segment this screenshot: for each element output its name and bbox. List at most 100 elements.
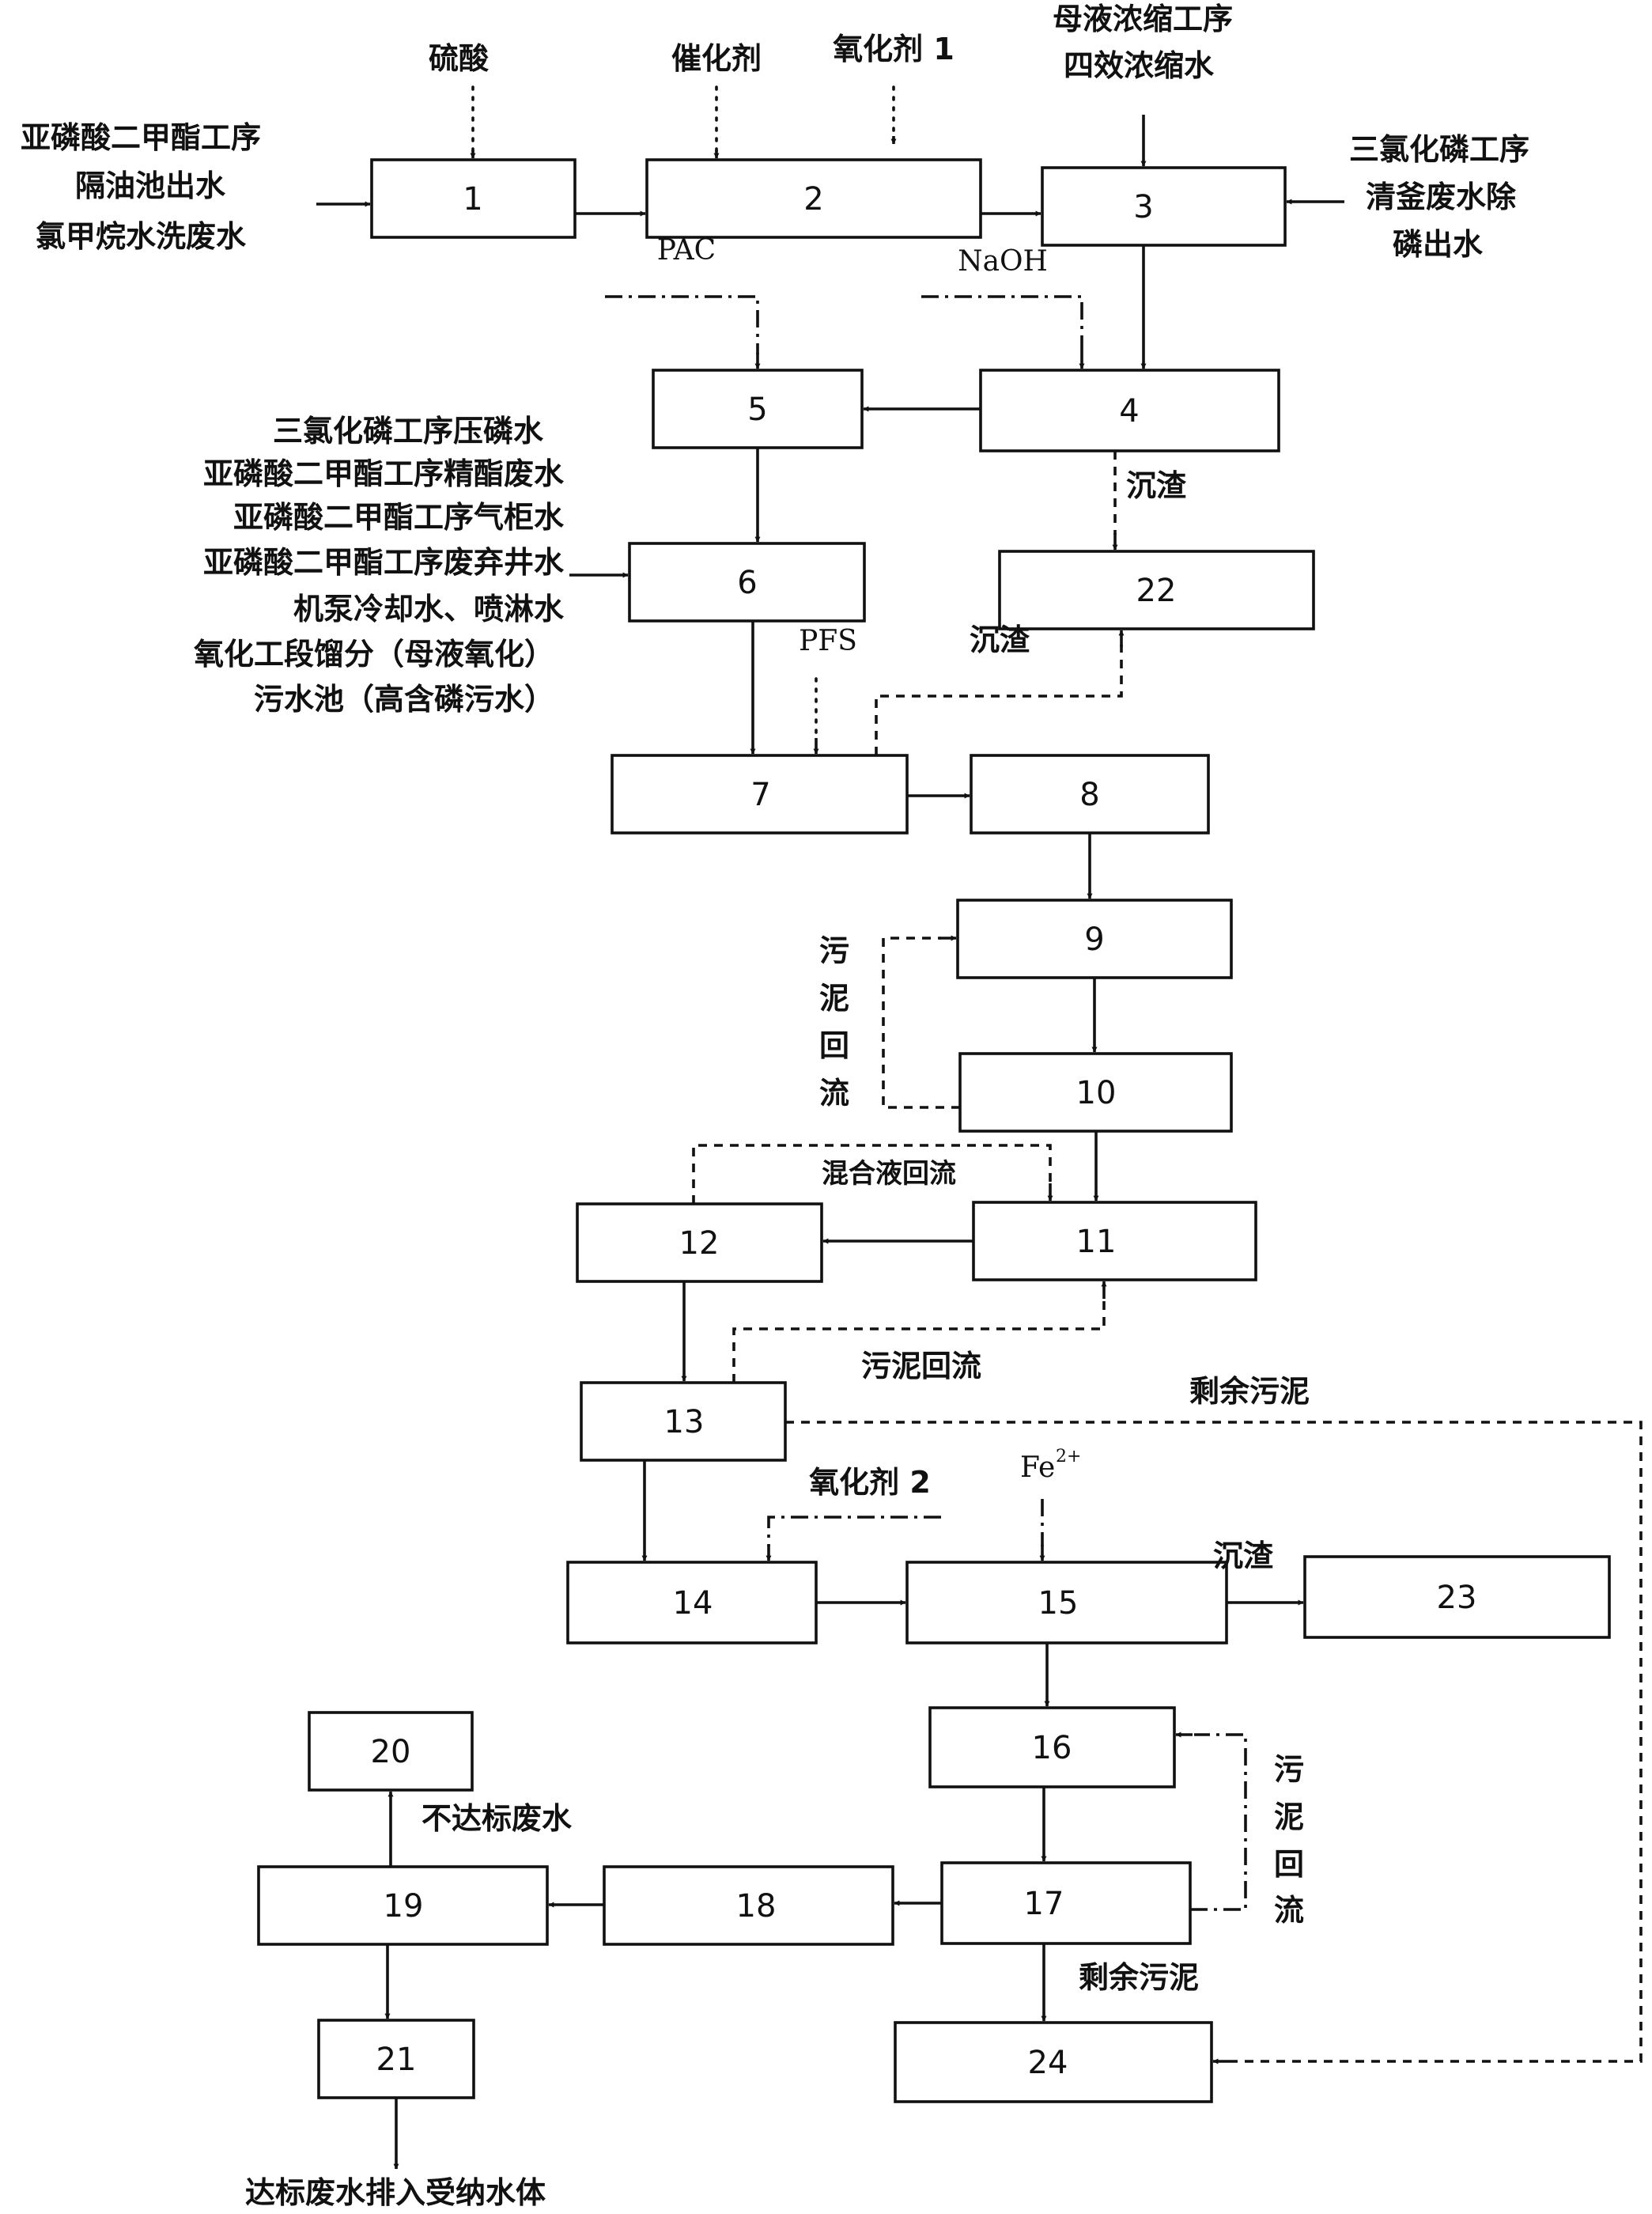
- label-oxidant1: 氧化剂 1: [833, 32, 955, 66]
- box-6-label: 6: [737, 565, 757, 601]
- label-sediment-15: 沉渣: [1213, 1538, 1274, 1573]
- process-boxes: 1 2 3 4 5 6 22 7 8 9 10 11 12 13 14 15 2…: [257, 158, 1611, 2103]
- box-5-label: 5: [747, 392, 767, 428]
- box-6: 6: [628, 542, 866, 623]
- label-sludge-return-10-char2: 泥: [819, 981, 849, 1016]
- box-15-label: 15: [1038, 1585, 1079, 1622]
- box-20-label: 20: [371, 1734, 411, 1770]
- box-3: 3: [1041, 166, 1287, 247]
- box-24-label: 24: [1028, 2045, 1068, 2081]
- dose-line-oxidant2: [767, 1516, 941, 1546]
- dose-line-naoh: [921, 295, 1083, 354]
- label-input-left-line3: 氯甲烷水洗废水: [36, 219, 247, 254]
- box-9: 9: [956, 899, 1233, 979]
- sludge-return-line-17-to-16: [1190, 1733, 1247, 1911]
- label-substandard: 不达标废水: [422, 1801, 573, 1836]
- box-19-label: 19: [384, 1888, 424, 1924]
- label-input-left-line1: 亚磷酸二甲酯工序: [21, 120, 261, 155]
- box-3-label: 3: [1133, 189, 1153, 225]
- label-sludge-return-10-char1: 污: [819, 933, 849, 968]
- box-20: 20: [308, 1711, 474, 1792]
- label-input6-line6: 氧化工段馏分（母液氧化）: [194, 637, 554, 672]
- label-sludge-return-10-char3: 回: [819, 1028, 849, 1063]
- box-11-label: 11: [1076, 1224, 1117, 1260]
- label-fe-superscript: 2+: [1056, 1447, 1081, 1467]
- box-17: 17: [940, 1861, 1192, 1945]
- box-23-label: 23: [1437, 1580, 1477, 1616]
- box-16: 16: [928, 1706, 1176, 1788]
- box-18-label: 18: [736, 1888, 777, 1924]
- label-input6-line3: 亚磷酸二甲酯工序气柜水: [233, 500, 565, 535]
- label-input6-line2: 亚磷酸二甲酯工序精酯废水: [203, 456, 565, 491]
- mixed-liquor-return-line: [692, 1144, 1052, 1204]
- box-10: 10: [958, 1052, 1233, 1133]
- diagram-labels: 硫酸 催化剂 氧化剂 1 母液浓缩工序 四效浓缩水 亚磷酸二甲酯工序 隔油池出水…: [21, 2, 1529, 2210]
- box-10-label: 10: [1076, 1075, 1117, 1111]
- label-discharge: 达标废水排入受纳水体: [245, 2175, 546, 2210]
- label-catalyst: 催化剂: [671, 41, 762, 76]
- box-8-label: 8: [1079, 777, 1099, 813]
- box-16-label: 16: [1032, 1730, 1072, 1766]
- box-13-label: 13: [664, 1404, 705, 1440]
- label-sludge-return-17-char2: 泥: [1274, 1800, 1304, 1834]
- box-9-label: 9: [1084, 922, 1104, 958]
- label-input6-line1: 三氯化磷工序压磷水: [273, 414, 544, 448]
- box-21: 21: [317, 2019, 475, 2099]
- label-oxidant2: 氧化剂 2: [809, 1465, 931, 1500]
- sediment-line-7-to-22: [875, 645, 1123, 755]
- dose-line-pac: [605, 295, 759, 354]
- box-1: 1: [370, 158, 576, 239]
- label-input-right-line3: 磷出水: [1393, 227, 1484, 262]
- label-pfs: PFS: [799, 625, 857, 657]
- label-sludge-return-17-char3: 回: [1274, 1847, 1304, 1882]
- box-4-label: 4: [1119, 393, 1139, 430]
- sludge-return-line-10-to-9: [882, 937, 960, 1109]
- box-12-label: 12: [679, 1225, 720, 1262]
- label-input-left-line2: 隔油池出水: [75, 168, 226, 203]
- box-12: 12: [576, 1202, 823, 1283]
- box-2-label: 2: [803, 181, 823, 218]
- box-22-label: 22: [1136, 573, 1177, 609]
- label-mother-liquor-line1: 母液浓缩工序: [1053, 2, 1233, 36]
- box-14-label: 14: [673, 1585, 713, 1622]
- label-mother-liquor-line2: 四效浓缩水: [1064, 48, 1215, 83]
- box-7: 7: [611, 754, 909, 835]
- label-mixed-liquor-return: 混合液回流: [822, 1158, 956, 1190]
- box-2: 2: [645, 158, 982, 239]
- box-17-label: 17: [1024, 1886, 1064, 1922]
- label-fe-base: Fe: [1020, 1451, 1055, 1484]
- box-24: 24: [894, 2021, 1213, 2103]
- label-input6-line7: 污水池（高含磷污水）: [254, 682, 554, 717]
- box-13: 13: [580, 1381, 787, 1462]
- box-5: 5: [652, 369, 864, 449]
- box-23: 23: [1303, 1555, 1611, 1639]
- excess-sludge-line-13-to-24: [785, 1421, 1643, 2063]
- label-naoh: NaOH: [958, 245, 1048, 278]
- label-input-right-line1: 三氯化磷工序: [1349, 132, 1529, 167]
- label-fe2plus: Fe 2+: [1020, 1447, 1081, 1484]
- box-15: 15: [905, 1561, 1228, 1644]
- auxiliary-flow-lines: [470, 85, 1643, 2065]
- label-sludge-return-10-char4: 流: [819, 1076, 849, 1111]
- box-1-label: 1: [463, 181, 482, 218]
- box-8: 8: [970, 754, 1210, 835]
- label-sediment-4: 沉渣: [1126, 468, 1187, 503]
- box-21-label: 21: [376, 2042, 417, 2078]
- main-flow-arrows: [316, 115, 1344, 2170]
- label-sulfuric-acid: 硫酸: [429, 41, 490, 76]
- box-18: 18: [603, 1865, 894, 1946]
- box-14: 14: [566, 1561, 818, 1644]
- label-sludge-return-17-char4: 流: [1274, 1893, 1304, 1928]
- label-pac: PAC: [657, 234, 716, 267]
- box-11: 11: [972, 1201, 1257, 1281]
- box-22: 22: [998, 550, 1315, 630]
- label-sediment-22: 沉渣: [970, 623, 1030, 657]
- label-excess-sludge-13: 剩余污泥: [1189, 1374, 1310, 1409]
- label-input-right-line2: 清釜废水除: [1366, 180, 1517, 214]
- box-19: 19: [257, 1865, 549, 1946]
- label-input6-line5: 机泵冷却水、喷淋水: [293, 592, 565, 626]
- label-excess-sludge-17: 剩余污泥: [1079, 1960, 1199, 1995]
- label-input6-line4: 亚磷酸二甲酯工序废弃井水: [203, 545, 565, 580]
- box-4: 4: [979, 369, 1280, 452]
